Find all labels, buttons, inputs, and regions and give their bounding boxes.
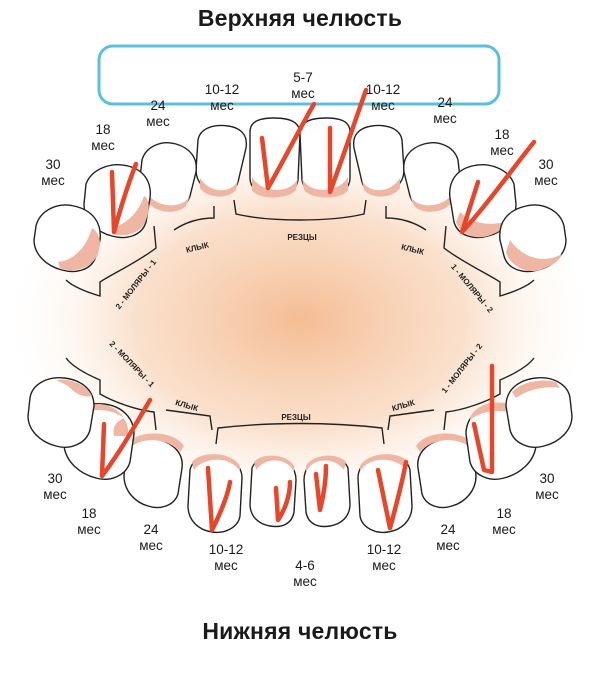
upper-central-incisor-left [249,117,301,198]
check-mark [471,363,495,475]
check-mark [313,463,329,513]
upper-lateral-incisor-left [195,124,248,197]
check-mark [327,87,369,195]
check-mark [205,465,233,533]
upper-brackets [65,199,535,297]
highlight-box [97,44,501,106]
lower-second-molar-right [505,377,573,448]
check-mark [273,479,293,523]
lower-lateral-incisor-left [187,454,243,534]
upper-incisors-label: РЕЗЦЫ [287,233,317,242]
check-mark [259,101,317,191]
lower-jaw-title: Нижняя челюсть [202,618,398,644]
check-mark [375,459,409,531]
upper-second-molar-right [499,204,567,273]
upper-jaw-title: Верхняя челюсть [197,5,403,31]
lower-teeth [27,377,573,534]
checkmarks [99,87,537,533]
lower-canine-left [123,433,184,509]
check-mark [109,161,139,235]
check-mark [99,397,153,479]
lower-second-molar-left [27,377,95,448]
upper-second-molar-left [33,204,101,273]
lower-canine-right [416,433,477,509]
mouth-glow [0,120,600,520]
lower-incisors-label: РЕЗЦЫ [281,413,311,422]
check-mark [459,139,537,235]
